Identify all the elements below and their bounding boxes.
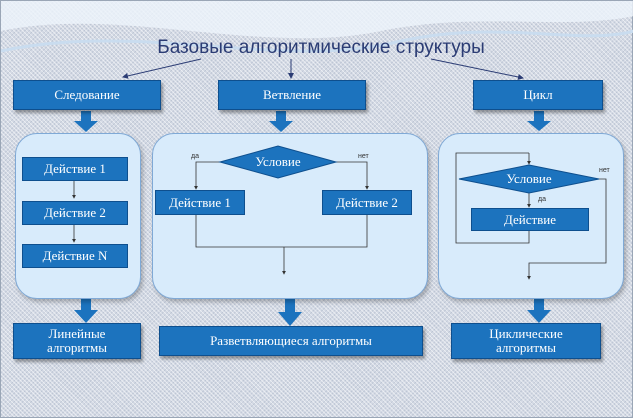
header-branch: Ветвление [218,80,366,110]
branch-action-2: Действие 2 [322,190,412,215]
loop-yes-label: да [538,196,546,203]
result-linear: Линейные алгоритмы [13,323,141,359]
sequence-step-2: Действие 2 [22,201,128,225]
branch-action-1: Действие 1 [155,190,245,215]
header-loop: Цикл [473,80,603,110]
sequence-step-n: Действие N [22,244,128,268]
result-branching: Разветвляющиеся алгоритмы [159,326,423,356]
branch-yes-label: да [191,153,199,160]
loop-condition-label: Условие [506,171,552,186]
branch-no-label: нет [358,153,369,160]
decorative-wave [1,1,633,53]
result-cyclic: Циклические алгоритмы [451,323,601,359]
loop-no-label: нет [599,167,610,174]
sequence-step-1: Действие 1 [22,157,128,181]
header-sequence: Следование [13,80,161,110]
branch-condition-label: Условие [255,154,301,169]
page-title: Базовые алгоритмические структуры [157,37,485,58]
loop-action: Действие [471,208,589,231]
